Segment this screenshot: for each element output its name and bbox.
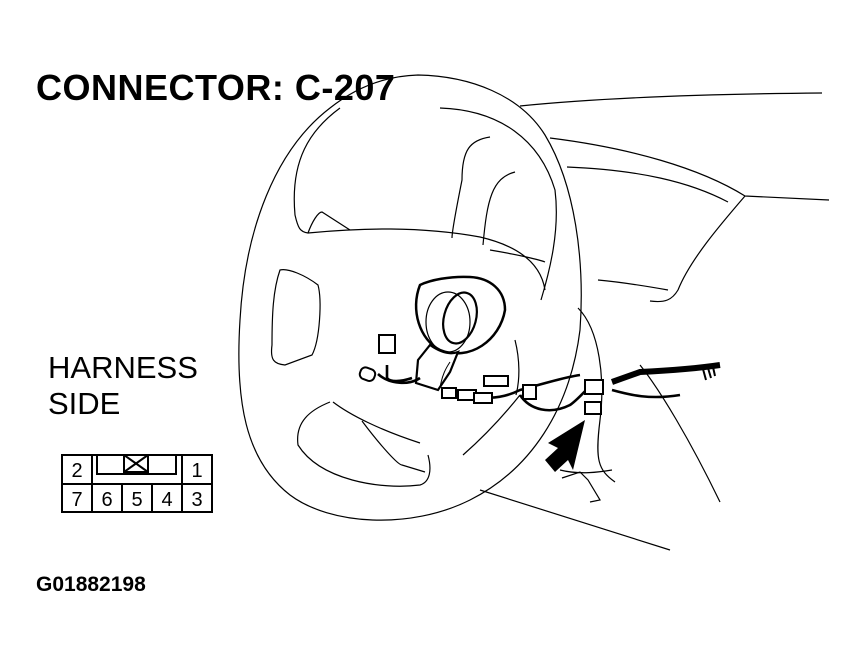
blank-pin-cell — [123, 454, 149, 473]
clock-spring — [414, 275, 507, 355]
connector-block — [378, 334, 396, 354]
view-label-line2: SIDE — [48, 386, 121, 421]
pin-2: 2 — [71, 460, 82, 482]
pin-1: 1 — [191, 460, 202, 482]
figure-id: G01882198 — [36, 573, 146, 596]
connector-pinout — [61, 454, 213, 513]
view-label-line1: HARNESS — [48, 350, 198, 385]
connector-c207-upper — [584, 379, 604, 395]
dash-top-line — [519, 92, 823, 107]
pin-7: 7 — [71, 489, 82, 511]
left-spoke — [270, 269, 321, 366]
dash-panel-edge — [649, 195, 746, 303]
pin-6: 6 — [101, 489, 112, 511]
connector-c207-lower — [584, 401, 602, 415]
dash-upper-line — [549, 137, 830, 201]
wheel-inner-rim-top — [439, 107, 557, 301]
dash-inner-line — [566, 166, 729, 203]
pointer-arrow — [545, 420, 585, 472]
pin-5: 5 — [131, 489, 142, 511]
pin-3: 3 — [191, 489, 202, 511]
harness-wire — [377, 372, 421, 385]
main-harness-bundle — [610, 362, 721, 385]
wheel-outer-rim — [238, 74, 582, 521]
connector-title: CONNECTOR: C-207 — [36, 67, 396, 108]
clock-spring-tab — [414, 343, 460, 392]
pin-4: 4 — [161, 489, 172, 511]
view-label: HARNESS SIDE — [48, 350, 198, 422]
